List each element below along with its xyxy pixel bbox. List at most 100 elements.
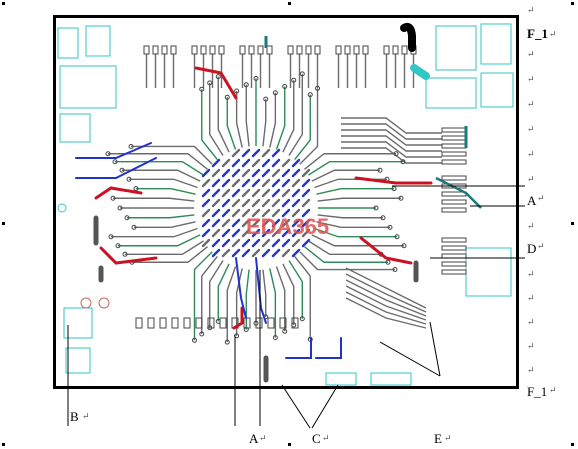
bga-via xyxy=(291,208,301,218)
trace-end-pad xyxy=(385,259,391,265)
bottom-pad xyxy=(267,317,275,329)
bga-via xyxy=(231,188,241,198)
trace-end-pad xyxy=(392,267,398,273)
bga-via xyxy=(301,238,311,248)
trace-end-pad xyxy=(224,94,230,100)
fanout-trace xyxy=(245,269,250,330)
trace-end-pad xyxy=(215,74,221,80)
fanout-trace xyxy=(108,153,208,170)
trace-end-pad xyxy=(393,151,399,157)
right-pad xyxy=(441,191,467,197)
trace-end-pad xyxy=(400,159,406,165)
bga-via xyxy=(271,178,281,188)
bus-trace xyxy=(345,297,427,329)
bga-via xyxy=(201,238,211,248)
bga-via xyxy=(241,238,251,248)
bottom-pad xyxy=(135,317,143,329)
trace-end-pad xyxy=(243,82,249,88)
bga-via xyxy=(201,168,211,178)
trace-end-pad xyxy=(199,86,205,92)
fanout-trace xyxy=(288,260,303,319)
trace-end-pad xyxy=(108,234,114,240)
bga-via xyxy=(261,148,271,158)
fanout-trace xyxy=(111,227,198,238)
bga-via xyxy=(251,208,261,218)
fanout-trace xyxy=(316,221,390,229)
bga-via xyxy=(231,198,241,208)
crop-mark xyxy=(2,2,5,5)
bga-via xyxy=(271,188,281,198)
red-highlight-trace xyxy=(99,246,158,265)
fanout-trace xyxy=(317,197,401,202)
bga-via xyxy=(211,198,221,208)
bga-via xyxy=(261,238,271,248)
bga-via xyxy=(241,148,251,158)
trace-end-pad xyxy=(234,88,240,94)
right-pad xyxy=(441,159,467,165)
bga-via xyxy=(291,218,301,228)
red-highlight-trace xyxy=(94,186,143,200)
return-mark: ↵ xyxy=(549,385,557,395)
bga-via xyxy=(221,188,231,198)
trace-end-pad xyxy=(199,331,205,337)
connector-pad xyxy=(161,45,168,55)
fanout-trace xyxy=(209,260,224,328)
bga-via xyxy=(221,218,231,228)
bga-via xyxy=(281,158,291,168)
connector-pad xyxy=(344,45,351,55)
bus-trace xyxy=(345,267,427,309)
fanout-trace xyxy=(304,153,396,170)
bga-via xyxy=(291,198,301,208)
bus-trace xyxy=(345,273,427,313)
trace-end-pad xyxy=(380,215,386,221)
fanout-trace xyxy=(299,251,395,271)
pcb-routing-drawing: EDA365 xyxy=(57,23,514,386)
bga-via xyxy=(261,248,271,258)
bga-via xyxy=(271,168,281,178)
trace-end-pad xyxy=(119,167,125,173)
cyan-pad xyxy=(410,64,430,80)
bottom-pad xyxy=(147,317,155,329)
fanout-trace xyxy=(131,145,213,165)
bga-via xyxy=(281,208,291,218)
bga-via xyxy=(251,188,261,198)
return-mark: ↵ xyxy=(322,433,330,443)
label-a-bottom: A xyxy=(249,431,259,446)
bga-via xyxy=(221,238,231,248)
bga-via xyxy=(231,228,241,238)
bga-via xyxy=(291,168,301,178)
right-pad xyxy=(441,245,467,251)
trace-end-pad xyxy=(122,251,128,257)
trace-end-pad xyxy=(282,328,288,334)
crop-mark xyxy=(288,443,291,446)
fanout-trace xyxy=(311,169,380,182)
bga-via xyxy=(251,148,261,158)
label-c-bottom: C xyxy=(312,431,321,446)
return-mark: ↵ xyxy=(259,433,267,443)
trace-end-pad xyxy=(133,186,139,192)
crop-mark xyxy=(571,2,574,5)
bottom-pad xyxy=(255,317,263,329)
fanout-trace xyxy=(304,246,388,263)
bga-via xyxy=(231,158,241,168)
fanout-trace xyxy=(125,240,204,255)
fanout-trace xyxy=(282,80,295,153)
connector-pad xyxy=(266,45,273,55)
bottom-pad xyxy=(207,317,215,329)
connector-pad xyxy=(287,45,294,55)
bga-via xyxy=(251,218,261,228)
bottom-pad xyxy=(291,317,299,329)
fanout-trace xyxy=(127,214,195,219)
bga-via xyxy=(251,238,261,248)
right-pad xyxy=(441,127,467,133)
fanout-trace xyxy=(193,251,213,341)
bga-via xyxy=(221,208,231,218)
bga-via xyxy=(231,238,241,248)
bga-via xyxy=(291,188,301,198)
trace-end-pad xyxy=(110,195,116,201)
bga-via xyxy=(211,208,221,218)
bga-via xyxy=(261,198,271,208)
return-mark: ↵ xyxy=(549,29,557,39)
bga-via xyxy=(291,248,301,258)
bga-via xyxy=(281,238,291,248)
